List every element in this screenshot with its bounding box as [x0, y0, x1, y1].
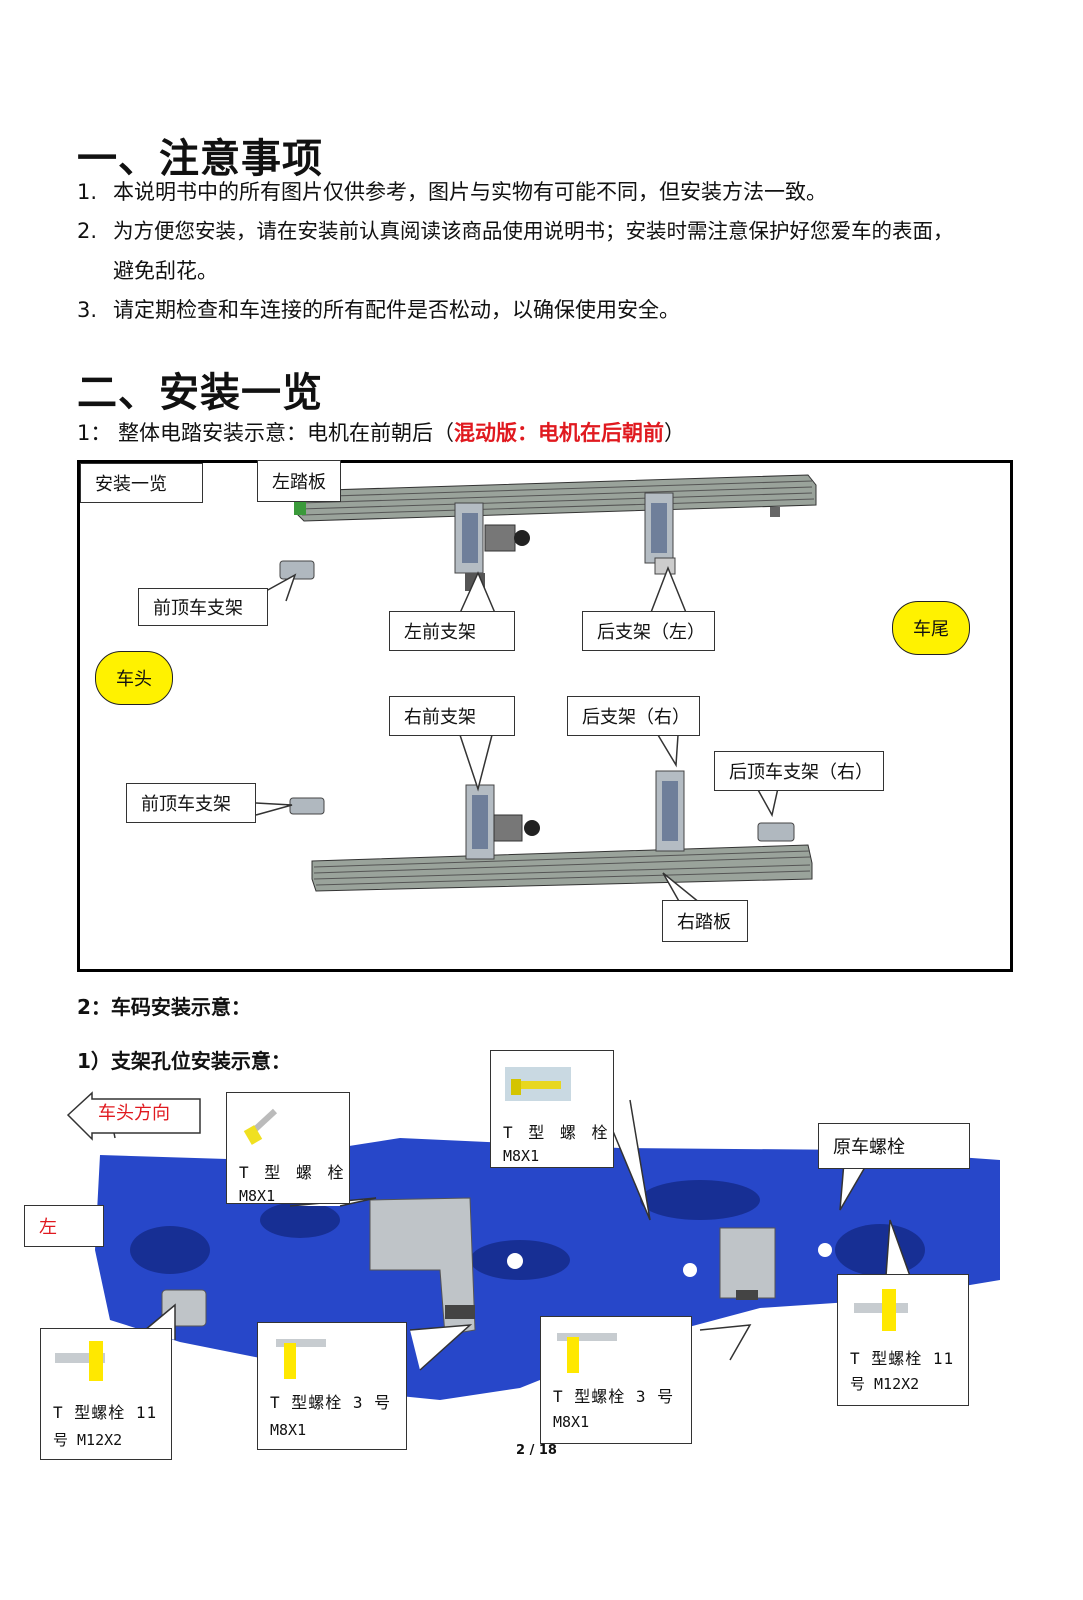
note-text: 请定期检查和车连接的所有配件是否松动，以确保使用安全。	[113, 298, 680, 322]
callout-line2: M8X1	[239, 1187, 276, 1205]
label-left-side: 左	[24, 1205, 104, 1247]
label-right-step: 右踏板	[662, 900, 748, 942]
callout-line1: T 型 螺 栓	[503, 1123, 611, 1142]
label-left-step: 左踏板	[257, 460, 341, 502]
t-bolt-icon	[854, 1289, 908, 1331]
caption-suffix: ）	[664, 421, 686, 445]
note-text-continued: 避免刮花。	[113, 259, 218, 283]
t-bolt-icon	[243, 1108, 278, 1145]
note-item-3: 3. 请定期检查和车连接的所有配件是否松动，以确保使用安全。	[77, 300, 1017, 324]
label-right-front-bracket: 右前支架	[389, 696, 515, 736]
page-number: 2 / 18	[516, 1443, 557, 1458]
t-bolt-icon	[557, 1333, 617, 1373]
caption-prefix: 1： 整体电踏安装示意：电机在前朝后（	[77, 421, 455, 445]
note-number: 1.	[77, 180, 98, 204]
label-overview: 安装一览	[80, 463, 203, 503]
badge-car-head: 车头	[95, 651, 173, 705]
callout-line2: M8X1	[503, 1147, 540, 1165]
note-text: 为方便您安装，请在安装前认真阅读该商品使用说明书；安装时需注意保护好您爱车的表面…	[113, 219, 954, 243]
label-left-front-bracket: 左前支架	[389, 611, 515, 651]
callout-line1: T 型螺栓 11	[53, 1403, 158, 1422]
car-head-direction-label: 车头方向	[98, 1103, 170, 1124]
callout-t-bolt-c: T 型螺栓 11 号 M12X2	[40, 1328, 172, 1460]
left-step-board	[294, 474, 817, 591]
section1-title: 一、注意事项	[77, 136, 323, 182]
callout-t-bolt-e: T 型螺栓 3 号 M8X1	[540, 1316, 692, 1444]
callout-t-bolt-b: T 型 螺 栓 M8X1	[490, 1050, 614, 1168]
callout-line2: 号 M12X2	[850, 1375, 920, 1393]
callout-line1: T 型螺栓 11	[850, 1349, 955, 1368]
callout-line1: T 型 螺 栓	[239, 1163, 347, 1182]
bracket-hole-heading: 1）支架孔位安装示意：	[77, 1049, 291, 1073]
callout-line2: 号 M12X2	[53, 1431, 123, 1449]
label-front-roof-bracket-bottom: 前顶车支架	[126, 783, 256, 823]
note-item-1: 1. 本说明书中的所有图片仅供参考，图片与实物有可能不同，但安装方法一致。	[77, 182, 1017, 206]
label-rear-roof-bracket-right: 后顶车支架（右）	[714, 751, 884, 791]
callout-t-bolt-f: T 型螺栓 11 号 M12X2	[837, 1274, 969, 1406]
note-number: 2.	[77, 219, 98, 243]
label-original-bolt: 原车螺栓	[818, 1123, 970, 1169]
callout-t-bolt-d: T 型螺栓 3 号 M8X1	[257, 1322, 407, 1450]
badge-car-tail: 车尾	[892, 601, 970, 655]
callout-t-bolt-a: T 型 螺 栓 M8X1	[226, 1092, 350, 1205]
note-text: 本说明书中的所有图片仅供参考，图片与实物有可能不同，但安装方法一致。	[113, 180, 827, 204]
front-roof-bracket-top-part	[279, 560, 315, 580]
label-rear-bracket-left: 后支架（左）	[582, 611, 715, 651]
t-bolt-icon	[55, 1341, 105, 1381]
label-rear-bracket-right: 后支架（右）	[567, 696, 700, 736]
plate-install-heading: 2：车码安装示意：	[77, 995, 251, 1019]
section2-title: 二、安装一览	[77, 370, 323, 416]
label-front-roof-bracket-top: 前顶车支架	[138, 588, 268, 626]
t-bolt-icon	[505, 1067, 571, 1101]
t-bolt-icon	[276, 1339, 326, 1379]
note-number: 3.	[77, 298, 98, 322]
callout-line2: M8X1	[553, 1413, 590, 1431]
callout-line1: T 型螺栓 3 号	[553, 1387, 675, 1406]
caption-hybrid-note: 混动版：电机在后朝前	[454, 421, 665, 445]
callout-line1: T 型螺栓 3 号	[270, 1393, 392, 1412]
note-item-2: 2. 为方便您安装，请在安装前认真阅读该商品使用说明书；安装时需注意保护好您爱车…	[77, 221, 1017, 285]
install-overview-caption: 1： 整体电踏安装示意：电机在前朝后（混动版：电机在后朝前）	[77, 417, 685, 447]
callout-line2: M8X1	[270, 1421, 307, 1439]
front-roof-bracket-bottom-part	[289, 797, 325, 815]
installation-overview-diagram: 安装一览 左踏板 前顶车支架 左前支架 后支架（左） 车尾 车头 右前支架 后支…	[77, 460, 1013, 972]
right-step-board	[311, 770, 813, 892]
car-head-direction-arrow	[66, 1091, 201, 1141]
step-board-drawings	[255, 474, 817, 904]
